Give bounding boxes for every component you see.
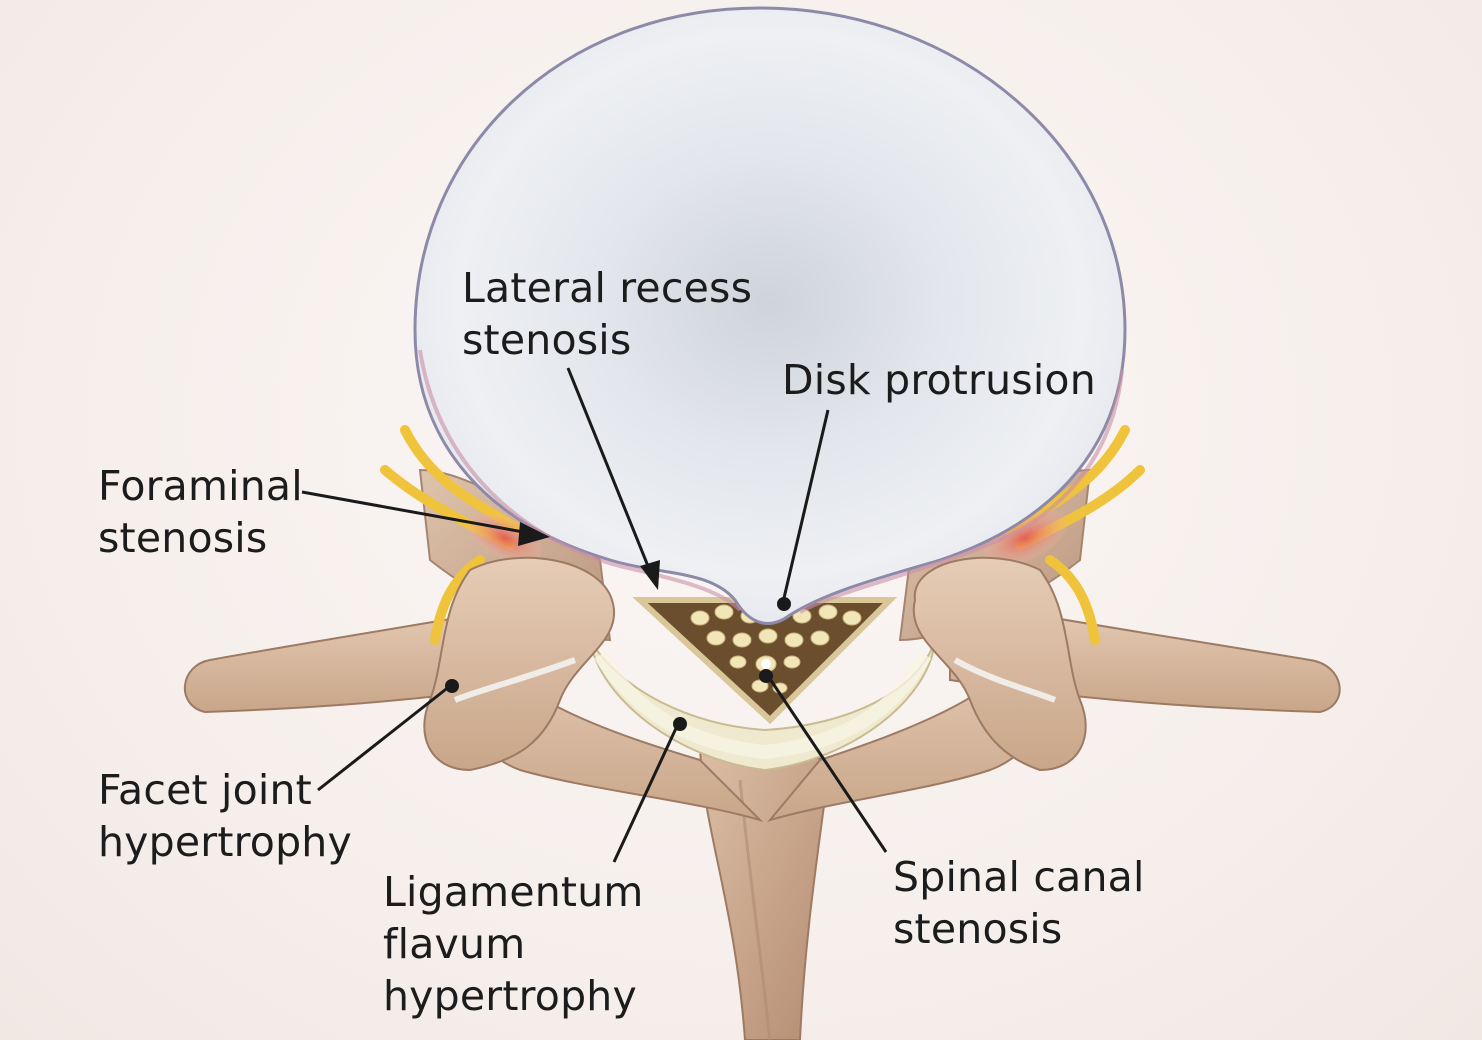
label-facet-joint-hypertrophy: Facet joint hypertrophy: [98, 764, 352, 868]
leader-foraminal: [301, 490, 541, 537]
label-line: Disk protrusion: [782, 356, 1096, 404]
inflamed-ganglion-right: [983, 510, 1067, 566]
intervertebral-disk: [413, 6, 1127, 625]
spinous-process: [698, 738, 832, 1040]
label-line: Foraminal: [98, 462, 303, 510]
label-spinal-canal-stenosis: Spinal canal stenosis: [893, 851, 1145, 955]
label-line: Lateral recess: [462, 264, 753, 312]
anchor-spinal-canal: [759, 669, 773, 683]
label-lateral-recess-stenosis: Lateral recess stenosis: [462, 262, 752, 366]
anchor-disk-protrusion: [777, 597, 791, 611]
leader-facet: [317, 684, 451, 792]
label-foraminal-stenosis: Foraminal stenosis: [98, 460, 303, 564]
label-line: stenosis: [893, 905, 1063, 953]
arrowhead-lateral-recess: [640, 560, 660, 590]
facet-joint-right: [912, 556, 1087, 772]
anchor-points: [445, 522, 791, 731]
leader-lateral-recess: [566, 367, 654, 577]
label-line: hypertrophy: [383, 972, 637, 1020]
label-line: Spinal canal: [893, 853, 1145, 901]
facet-joint-left: [423, 556, 615, 772]
label-ligamentum-flavum-hypertrophy: Ligamentum flavum hypertrophy: [383, 866, 644, 1022]
label-line: Ligamentum: [383, 868, 644, 916]
leader-ligamentum: [612, 723, 680, 863]
leader-spinal-canal: [766, 675, 888, 853]
leader-lines: [301, 367, 888, 863]
anchor-facet: [445, 679, 459, 693]
label-line: flavum: [383, 920, 526, 968]
label-line: hypertrophy: [98, 818, 352, 866]
label-disk-protrusion: Disk protrusion: [782, 354, 1096, 406]
leader-disk-protrusion: [782, 409, 830, 599]
label-line: stenosis: [462, 316, 632, 364]
arrowhead-foraminal: [518, 522, 550, 546]
label-line: stenosis: [98, 514, 268, 562]
label-line: Facet joint: [98, 766, 312, 814]
anchor-ligamentum: [673, 717, 687, 731]
